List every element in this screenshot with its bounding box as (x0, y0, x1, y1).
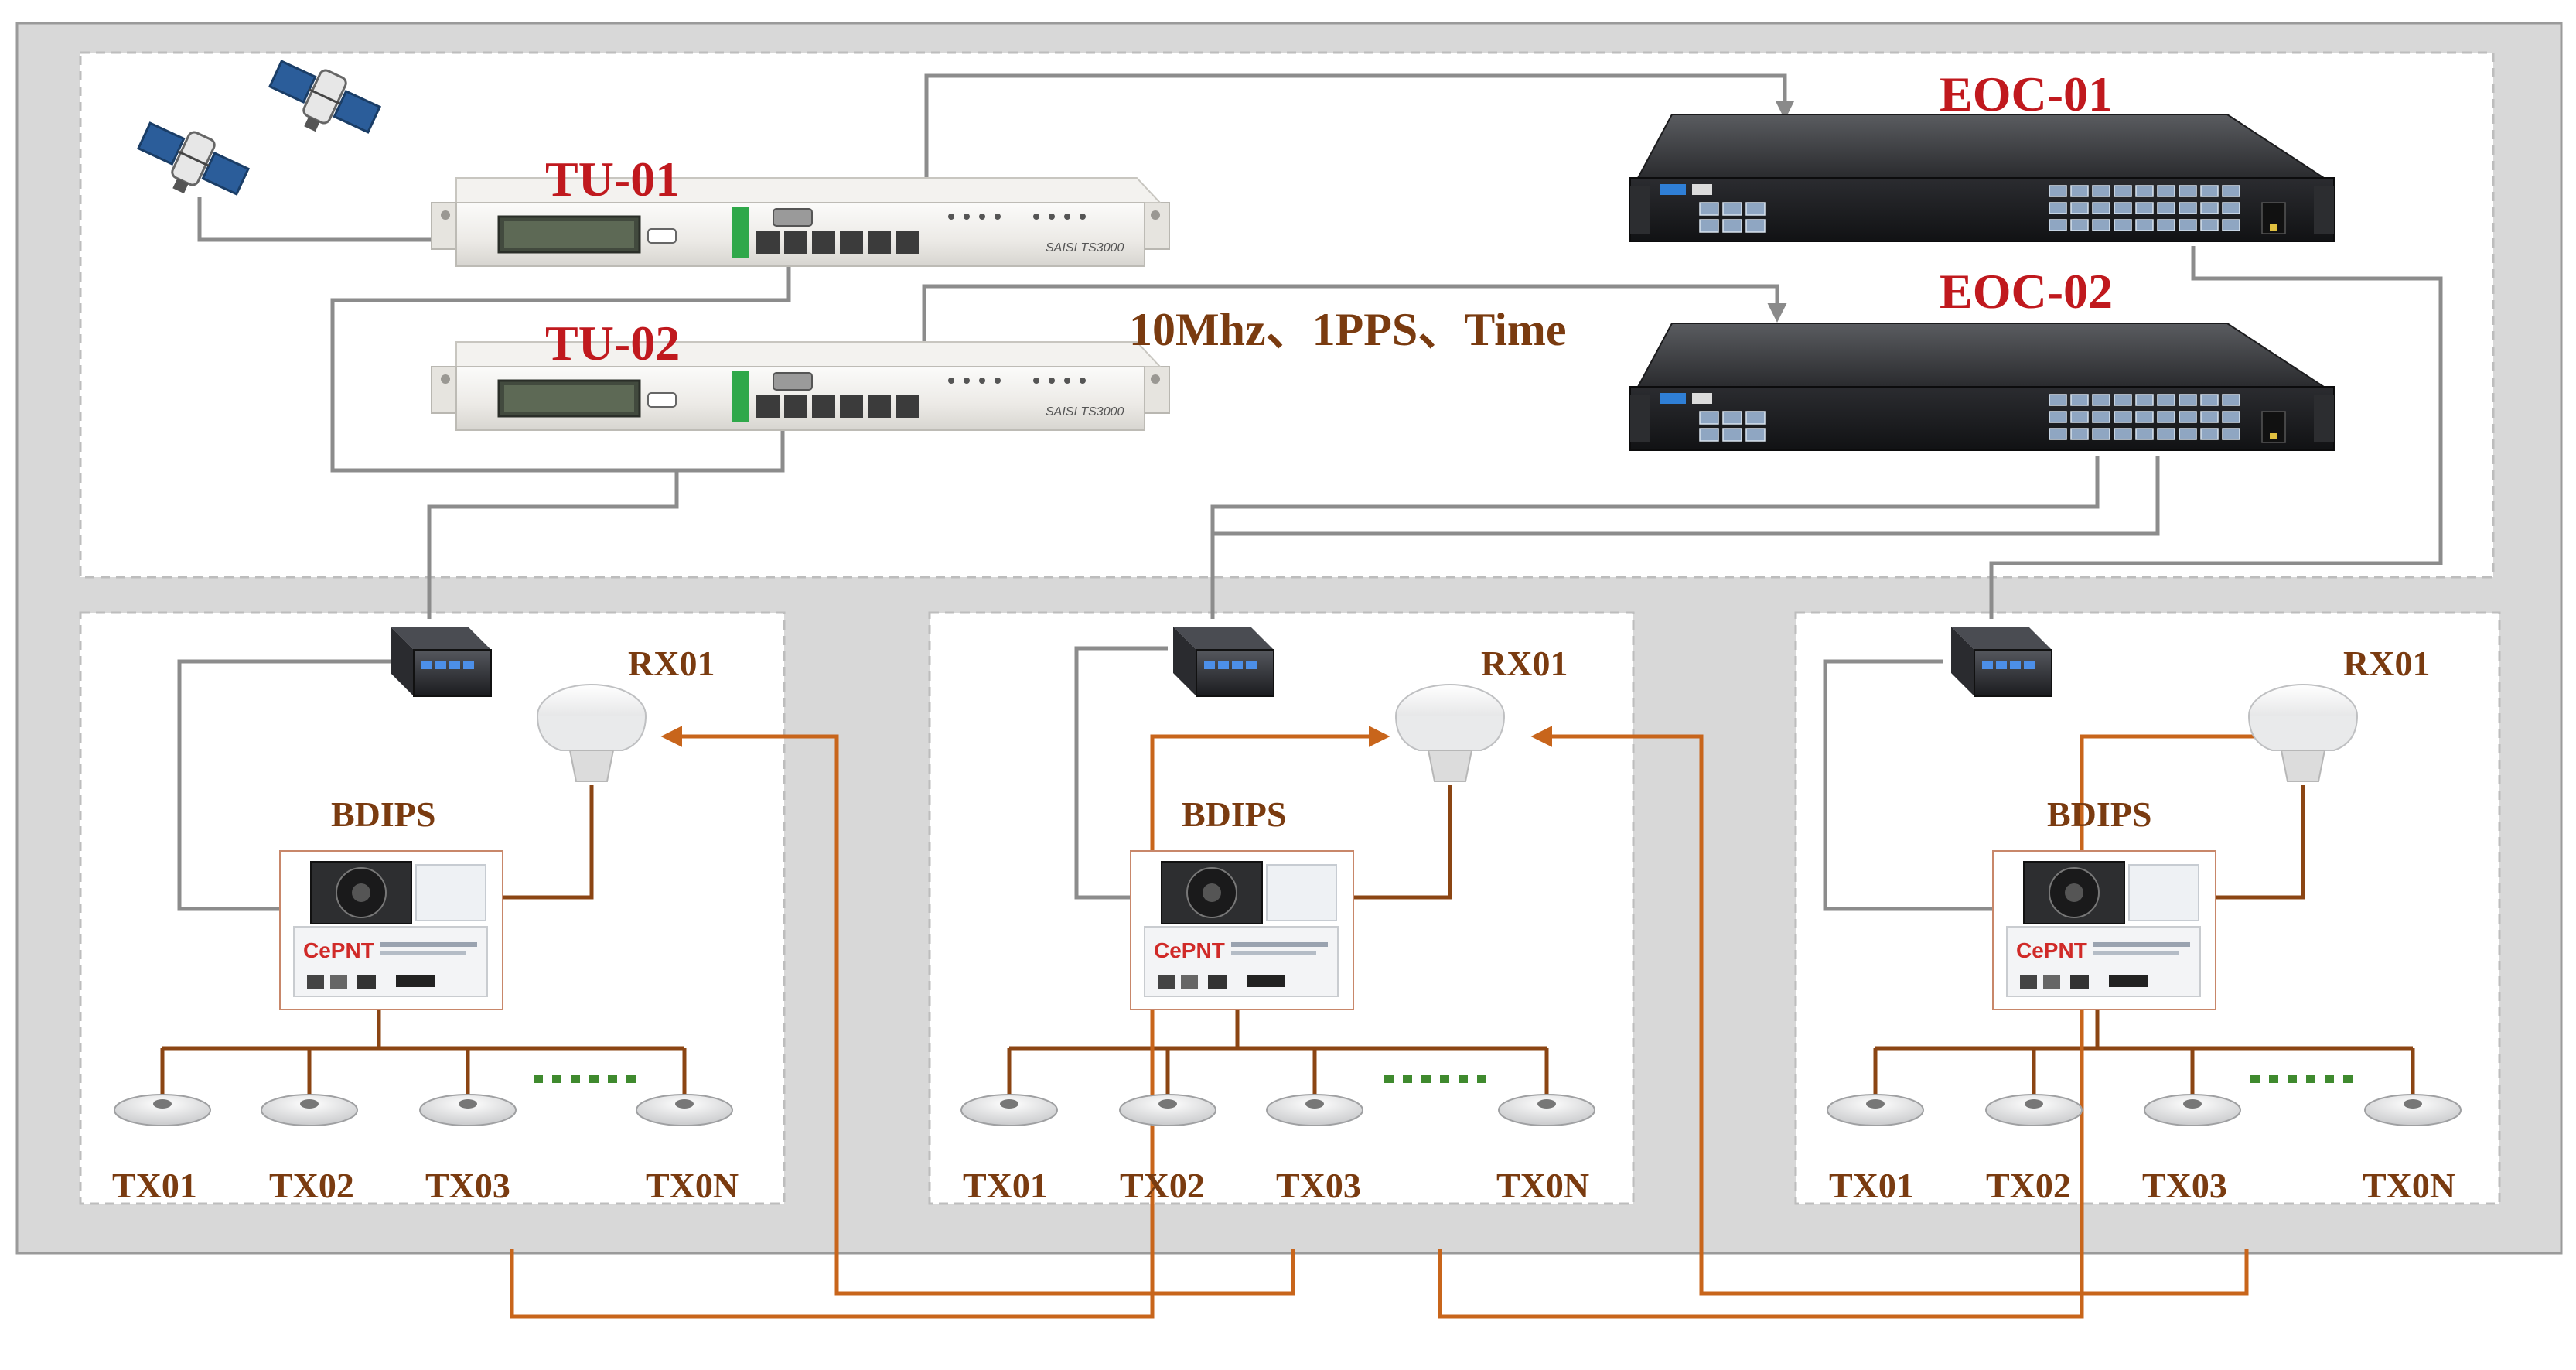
eoc02-switch2-link (1210, 456, 2100, 619)
rx-label-2: RX01 (1481, 644, 1568, 683)
mini-switch-icon (391, 627, 492, 697)
mini-switch-icon (1173, 627, 1274, 697)
tx-label: TX0N (2363, 1166, 2456, 1205)
eoc-01-device-icon (1629, 114, 2335, 242)
svg-text:CePNT: CePNT (1154, 938, 1225, 962)
tx-label: TX0N (646, 1166, 739, 1205)
eoc-02-label: EOC-02 (1940, 264, 2113, 319)
cross-link-3-to-2 (1530, 726, 2249, 1296)
tx-label: TX03 (2142, 1166, 2227, 1205)
tu-01-device-icon: SAISI TS3000 (431, 177, 1170, 267)
bdips-unit-icon: CePNT (1130, 850, 1354, 1010)
cross-link-2-to-3 (1438, 726, 2332, 1319)
cross-link-2-to-1 (660, 726, 1295, 1296)
tu-loop-link (330, 254, 791, 473)
tx-buses (160, 785, 2415, 1098)
bdips-label-1: BDIPS (331, 794, 436, 834)
svg-text:CePNT: CePNT (303, 938, 374, 962)
switch1-bdips-link (177, 659, 391, 911)
cross-links (510, 726, 2332, 1319)
tx-label: TX02 (1120, 1166, 1205, 1205)
ellipsis-dots (534, 1075, 2353, 1083)
bdips-unit-icon: CePNT (1992, 850, 2216, 1010)
tx-label: TX02 (1986, 1166, 2071, 1205)
tx-label: TX02 (269, 1166, 354, 1205)
rx-label-1: RX01 (628, 644, 715, 683)
eoc-01-label: EOC-01 (1940, 67, 2113, 121)
eoc02-switch2-link-b (1213, 456, 2160, 536)
switch3-bdips-link (1823, 659, 1997, 911)
signal-label: 10Mhz、1PPS、Time (1129, 304, 1567, 355)
rx-antenna-icon (1395, 684, 1505, 782)
eoc-02-device-icon (1629, 323, 2335, 451)
rx-antenna-icon (537, 684, 647, 782)
tu-switch1-link (427, 470, 679, 619)
satellite-icon (136, 121, 251, 196)
tu-02-label: TU-02 (545, 316, 681, 371)
tx-label: TX0N (1496, 1166, 1590, 1205)
switch2-bdips-link (1074, 646, 1168, 900)
satellite-icon (268, 60, 382, 134)
bdips-label-3: BDIPS (2047, 794, 2152, 834)
svg-text:SAISI TS3000: SAISI TS3000 (1046, 241, 1124, 255)
tx-label: TX01 (112, 1166, 197, 1205)
tx-label: TX03 (1276, 1166, 1361, 1205)
tu-01-label: TU-01 (545, 152, 681, 207)
satellite-link (197, 197, 468, 242)
tx-label: TX01 (1829, 1166, 1914, 1205)
mini-switch-icon (1951, 627, 2052, 697)
svg-text:CePNT: CePNT (2016, 938, 2087, 962)
bdips-unit-icon: CePNT (279, 850, 503, 1010)
bdips-label-2: BDIPS (1182, 794, 1287, 834)
tx-label: TX03 (425, 1166, 510, 1205)
eoc01-switch3-link (1989, 246, 2443, 619)
tu-02-device-icon: SAISI TS3000 (431, 341, 1170, 431)
rx-label-3: RX01 (2343, 644, 2431, 683)
rx-antenna-icon (2248, 684, 2358, 782)
tx-label: TX01 (963, 1166, 1048, 1205)
tx-antennas (114, 1094, 2462, 1126)
cross-link-1-to-2 (510, 726, 1390, 1319)
tu01-eoc01-link (924, 73, 1795, 246)
svg-text:SAISI TS3000: SAISI TS3000 (1046, 405, 1124, 419)
